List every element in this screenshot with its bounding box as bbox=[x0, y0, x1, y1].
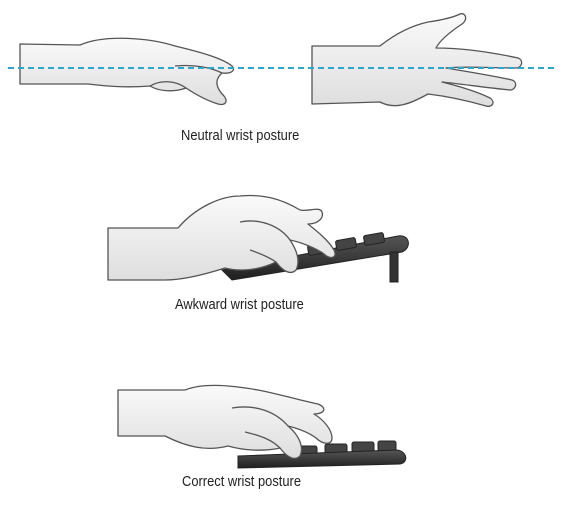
correct-hand-icon bbox=[117, 384, 333, 460]
correct-posture-caption: Correct wrist posture bbox=[182, 473, 302, 490]
awkward-hand-icon bbox=[107, 194, 336, 281]
neutral-posture-caption: Neutral wrist posture bbox=[181, 127, 300, 144]
neutral-side-hand-icon bbox=[19, 37, 235, 106]
awkward-posture-caption: Awkward wrist posture bbox=[175, 296, 304, 313]
neutral-top-hand-icon bbox=[311, 13, 523, 108]
